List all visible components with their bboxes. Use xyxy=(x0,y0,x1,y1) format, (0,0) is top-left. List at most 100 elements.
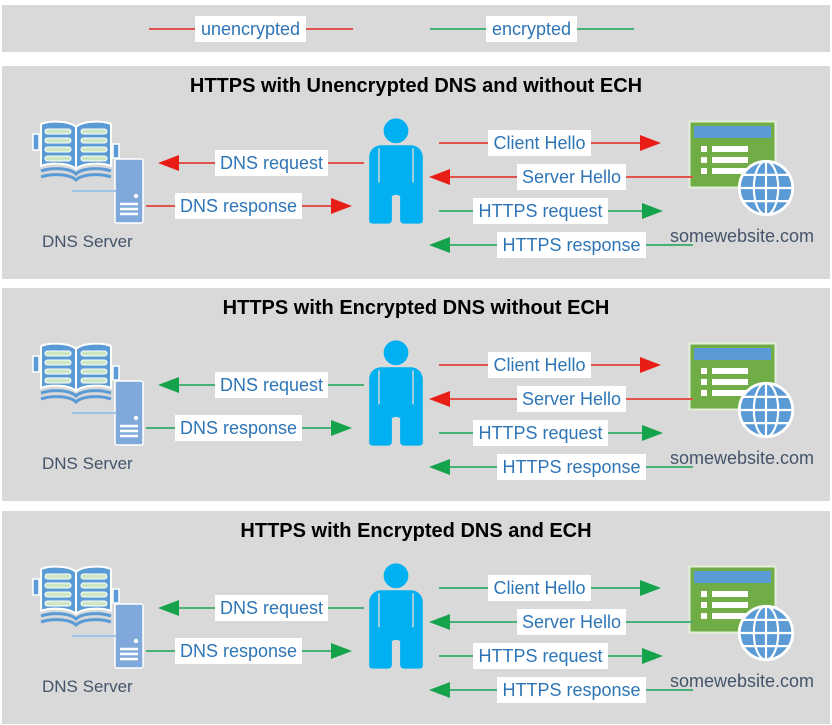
arrow-line xyxy=(450,466,498,468)
server-tower-icon xyxy=(114,380,144,446)
arrow-line xyxy=(450,244,498,246)
client-hello-arrow: Client Hello xyxy=(439,129,662,157)
arrow-line xyxy=(626,176,694,178)
arrowhead-right-icon xyxy=(331,643,352,659)
legend-label-encrypted: encrypted xyxy=(485,15,578,42)
server-hello-label: Server Hello xyxy=(516,386,627,412)
server-hello-label: Server Hello xyxy=(516,609,627,635)
client-hello-label: Client Hello xyxy=(488,130,591,156)
arrow-line xyxy=(302,205,331,207)
arrowhead-right-icon xyxy=(642,203,664,219)
server-hello-arrow: Server Hello xyxy=(429,163,694,191)
arrow-line xyxy=(439,432,474,434)
legend-item-unencrypted: unencrypted xyxy=(148,15,353,42)
dns-request-arrow: DNS request xyxy=(158,371,365,399)
arrow-line xyxy=(146,650,175,652)
arrow-line xyxy=(179,607,215,609)
dns-server-label: DNS Server xyxy=(42,454,133,473)
server-tower-icon xyxy=(114,158,144,224)
globe-icon xyxy=(736,158,796,218)
arrow-line xyxy=(626,621,694,623)
https-response-arrow: HTTPS response xyxy=(429,231,693,259)
legend: unencrypted encrypted xyxy=(2,5,830,52)
arrowhead-right-icon xyxy=(640,357,662,373)
arrowhead-left-icon xyxy=(429,391,450,407)
book-icon xyxy=(32,563,120,633)
panel-https-encrypted-dns-without-ech: HTTPS with Encrypted DNS without ECH DNS… xyxy=(2,288,830,501)
arrow-line xyxy=(450,398,517,400)
legend-line xyxy=(577,27,634,30)
arrowhead-left-icon xyxy=(429,614,450,630)
dns-request-label: DNS request xyxy=(214,150,329,176)
legend-label-unencrypted: unencrypted xyxy=(194,15,307,42)
arrow-line xyxy=(626,398,694,400)
arrow-line xyxy=(179,162,215,164)
arrow-line xyxy=(607,655,643,657)
arrowhead-left-icon xyxy=(158,155,179,171)
https-response-arrow: HTTPS response xyxy=(429,676,693,704)
arrow-line xyxy=(328,607,365,609)
dns-request-arrow: DNS request xyxy=(158,149,365,177)
arrow-line xyxy=(450,689,498,691)
dns-response-arrow: DNS response xyxy=(146,414,352,442)
person-icon xyxy=(363,562,429,670)
dns-server-label: DNS Server xyxy=(42,232,133,251)
panel-https-encrypted-dns-and-ech: HTTPS with Encrypted DNS and ECH DNS Ser… xyxy=(2,511,830,724)
book-server-connector xyxy=(72,190,116,192)
arrowhead-left-icon xyxy=(429,169,450,185)
dns-request-label: DNS request xyxy=(214,595,329,621)
legend-item-encrypted: encrypted xyxy=(429,15,634,42)
arrowhead-right-icon xyxy=(640,580,662,596)
arrow-line xyxy=(607,432,643,434)
dns-request-label: DNS request xyxy=(214,372,329,398)
server-hello-arrow: Server Hello xyxy=(429,385,694,413)
person-icon xyxy=(363,117,429,225)
arrow-line xyxy=(590,364,641,366)
legend-line xyxy=(306,27,353,30)
person-icon xyxy=(363,339,429,447)
dns-server-label: DNS Server xyxy=(42,677,133,696)
website-label: somewebsite.com xyxy=(669,671,815,691)
arrow-line xyxy=(607,210,643,212)
book-icon xyxy=(32,340,120,410)
arrow-line xyxy=(439,364,489,366)
client-hello-arrow: Client Hello xyxy=(439,351,662,379)
arrow-line xyxy=(179,384,215,386)
arrowhead-left-icon xyxy=(158,377,179,393)
arrow-line xyxy=(302,427,331,429)
arrow-line xyxy=(450,621,517,623)
website-label: somewebsite.com xyxy=(669,226,815,246)
legend-line xyxy=(429,27,486,30)
arrowhead-right-icon xyxy=(642,648,664,664)
arrow-line xyxy=(439,210,474,212)
arrow-line xyxy=(328,162,365,164)
client-hello-arrow: Client Hello xyxy=(439,574,662,602)
server-hello-arrow: Server Hello xyxy=(429,608,694,636)
https-request-label: HTTPS request xyxy=(473,643,608,669)
dns-response-label: DNS response xyxy=(174,415,303,441)
dns-response-arrow: DNS response xyxy=(146,192,352,220)
dns-response-label: DNS response xyxy=(174,638,303,664)
server-hello-label: Server Hello xyxy=(516,164,627,190)
arrow-line xyxy=(439,655,474,657)
arrowhead-right-icon xyxy=(331,420,352,436)
dns-response-arrow: DNS response xyxy=(146,637,352,665)
arrow-line xyxy=(645,244,693,246)
https-response-label: HTTPS response xyxy=(497,232,646,258)
dns-response-label: DNS response xyxy=(174,193,303,219)
https-request-arrow: HTTPS request xyxy=(439,419,664,447)
https-response-label: HTTPS response xyxy=(497,454,646,480)
arrow-line xyxy=(146,427,175,429)
arrowhead-right-icon xyxy=(640,135,662,151)
arrowhead-left-icon xyxy=(429,237,450,253)
arrow-line xyxy=(645,466,693,468)
arrowhead-left-icon xyxy=(158,600,179,616)
arrow-line xyxy=(439,142,489,144)
arrow-line xyxy=(439,587,489,589)
client-hello-label: Client Hello xyxy=(488,575,591,601)
arrow-line xyxy=(645,689,693,691)
panel-title: HTTPS with Unencrypted DNS and without E… xyxy=(189,75,643,97)
arrowhead-right-icon xyxy=(331,198,352,214)
arrow-line xyxy=(450,176,517,178)
website-label: somewebsite.com xyxy=(669,448,815,468)
